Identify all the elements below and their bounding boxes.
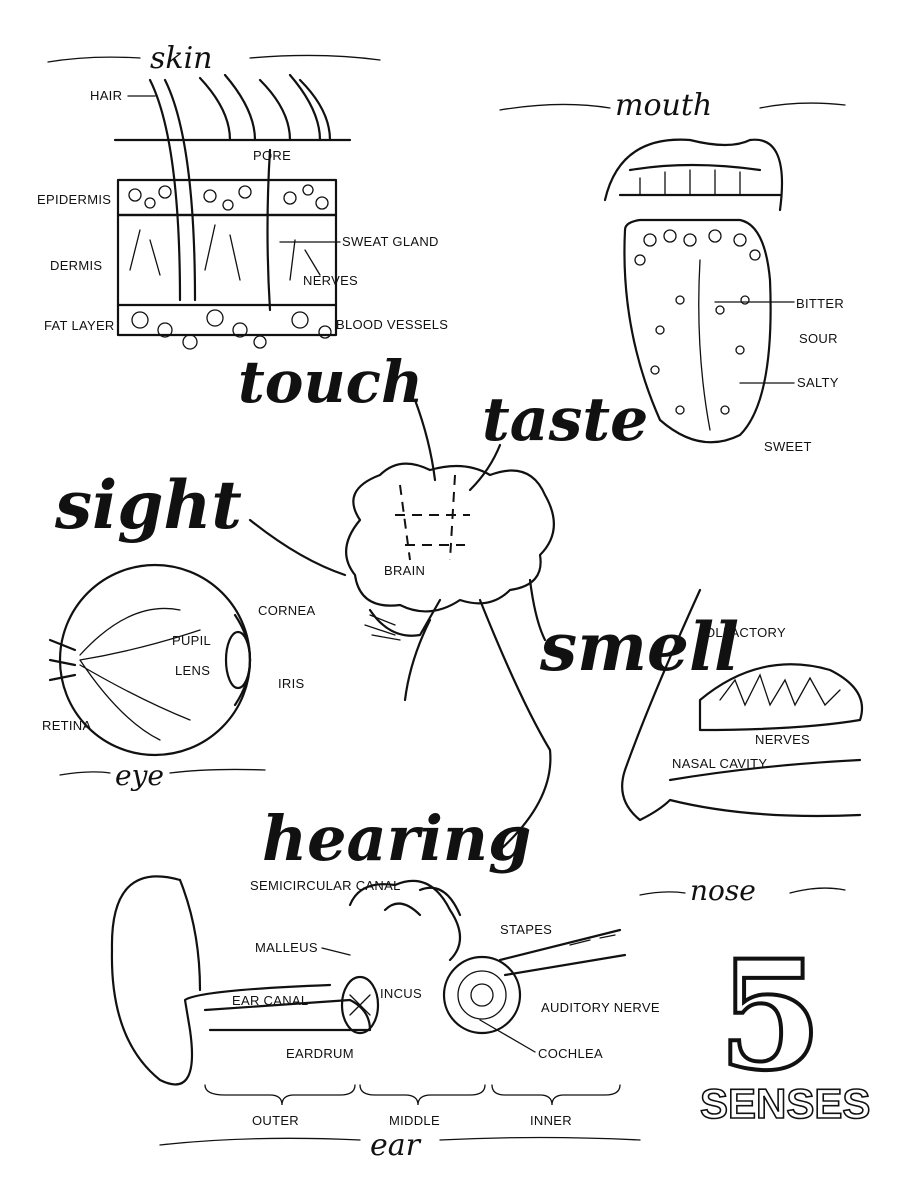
eye-label-cornea: CORNEA [258,603,315,618]
skin-label-hair: HAIR [90,88,122,103]
mouth-label-sweet: SWEET [764,439,812,454]
sense-word-hearing: hearing [262,802,531,875]
ear-label-middle: MIDDLE [389,1113,440,1128]
mouth-heading: mouth [615,88,712,123]
brain-drawing: BRAIN [248,398,555,852]
mouth-label-bitter: BITTER [796,296,844,311]
skin-label-fat-layer: FAT LAYER [44,318,115,333]
brain-label: BRAIN [384,563,425,578]
skin-label-sweat-gland: SWEAT GLAND [342,234,439,249]
ear-label-cochlea: COCHLEA [538,1046,603,1061]
eye-label-pupil: PUPIL [172,633,211,648]
mouth-label-sour: SOUR [799,331,838,346]
ear-label-outer: OUTER [252,1113,299,1128]
skin-label-pore: PORE [253,148,291,163]
ear-label-stapes: STAPES [500,922,552,937]
ear-label-semicircular-canal: SEMICIRCULAR CANAL [250,878,401,893]
skin-section: skin HAIR PORE EPIDERMIS DERMIS FAT LAYE… [37,41,448,350]
ear-label-ear-canal: EAR CANAL [232,993,308,1008]
nose-section: OLFACTORY NERVES NASAL CAVITY nose [621,588,864,907]
ear-heading: ear [370,1128,422,1163]
ear-label-inner: INNER [530,1113,572,1128]
skin-label-dermis: DERMIS [50,258,102,273]
sense-word-sight: sight [54,466,242,544]
title-word: SENSES [700,1080,870,1127]
ear-label-eardrum: EARDRUM [286,1046,354,1061]
eye-label-iris: IRIS [278,676,305,691]
nose-label-nasal-cavity: NASAL CAVITY [672,756,767,771]
ear-section: SEMICIRCULAR CANAL STAPES MALLEUS EAR CA… [110,875,660,1163]
eye-label-retina: RETINA [42,718,91,733]
eye-label-lens: LENS [175,663,210,678]
eye-heading: eye [115,759,164,792]
skin-label-nerves: NERVES [303,273,358,288]
sense-word-smell: smell [539,608,739,686]
ear-label-malleus: MALLEUS [255,940,318,955]
mouth-label-salty: SALTY [797,375,839,390]
sense-word-taste: taste [482,385,648,455]
skin-label-blood-vessels: BLOOD VESSELS [336,317,448,332]
nose-label-olfactory: OLFACTORY [705,625,786,640]
nose-label-nerves: NERVES [755,732,810,747]
nose-heading: nose [690,874,756,907]
skin-heading: skin [150,41,213,76]
ear-label-auditory-nerve: AUDITORY NERVE [541,1000,660,1015]
title-number: 5 [718,928,822,1104]
sense-word-touch: touch [238,348,423,416]
skin-label-epidermis: EPIDERMIS [37,192,111,207]
ear-label-incus: INCUS [380,986,422,1001]
mouth-section: mouth BITTER SOUR SALTY SWEET [499,88,846,454]
eye-section: CORNEA PUPIL LENS IRIS RETINA eye [42,563,315,792]
